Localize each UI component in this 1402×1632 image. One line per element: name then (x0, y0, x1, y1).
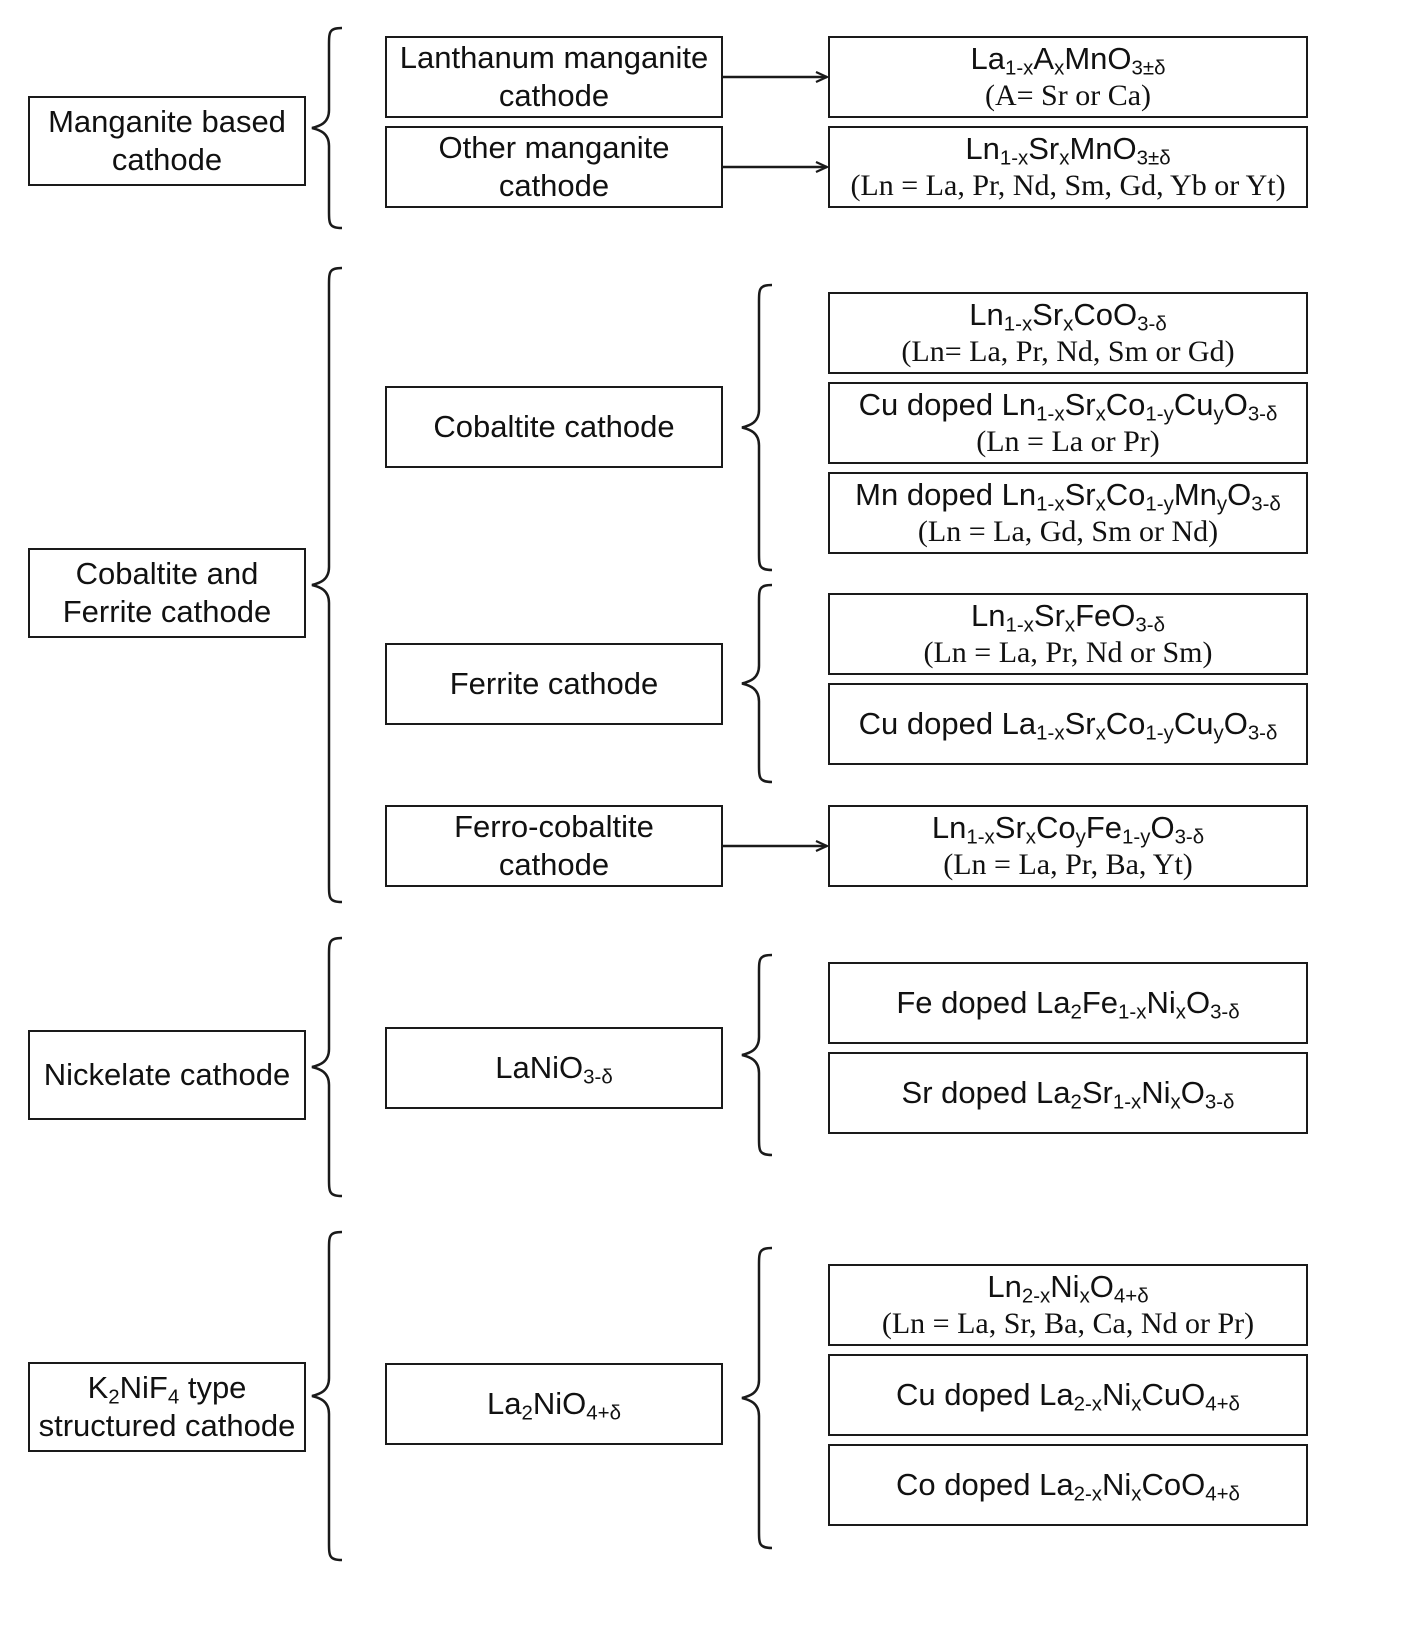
subcategory-brace (741, 1246, 773, 1550)
formula-box: Cu doped La1-xSrxCo1-yCuyO3-δ (828, 683, 1308, 765)
subcategory-label: Cobaltite cathode (433, 409, 675, 444)
subcategory-box: La2NiO4+δ (385, 1363, 723, 1445)
category-brace (311, 26, 343, 230)
formula-box: Cu doped Ln1-xSrxCo1-yCuyO3-δ(Ln = La or… (828, 382, 1308, 464)
category-label: Nickelate cathode (43, 1057, 291, 1092)
formula-note: (Ln = La or Pr) (976, 425, 1160, 458)
formula-box: Fe doped La2Fe1-xNixO3-δ (828, 962, 1308, 1044)
subcategory-label: cathode (498, 168, 610, 203)
formula-note: (Ln = La, Gd, Sm or Nd) (917, 515, 1219, 548)
formula-text: Mn doped Ln1-xSrxCo1-yMnyO3-δ (855, 477, 1281, 516)
formula-note: (A= Sr or Ca) (984, 79, 1152, 112)
formula-box: Sr doped La2Sr1-xNixO3-δ (828, 1052, 1308, 1134)
subcategory-box: LaNiO3-δ (385, 1027, 723, 1109)
formula-text: Ln2-xNixO4+δ (987, 1269, 1149, 1308)
formula-text: Cu doped La1-xSrxCo1-yCuyO3-δ (858, 706, 1278, 745)
formula-box: Ln1-xSrxCoyFe1-yO3-δ(Ln = La, Pr, Ba, Yt… (828, 805, 1308, 887)
formula-text: Ln1-xSrxMnO3±δ (965, 131, 1171, 170)
category-brace (311, 266, 343, 904)
formula-text: Ln1-xSrxCoyFe1-yO3-δ (931, 810, 1205, 849)
formula-note: (Ln = La, Pr, Ba, Yt) (943, 848, 1193, 881)
subcategory-label: La2NiO4+δ (487, 1386, 621, 1425)
subcategory-label: cathode (498, 78, 610, 113)
formula-box: Cu doped La2-xNixCuO4+δ (828, 1354, 1308, 1436)
category-label: K2NiF4 type (87, 1370, 247, 1409)
subcategory-label: cathode (498, 847, 610, 882)
formula-text: Sr doped La2Sr1-xNixO3-δ (901, 1075, 1235, 1114)
category-brace (311, 936, 343, 1198)
formula-box: Ln1-xSrxMnO3±δ(Ln = La, Pr, Nd, Sm, Gd, … (828, 126, 1308, 208)
formula-text: Fe doped La2Fe1-xNixO3-δ (896, 985, 1240, 1024)
formula-box: La1-xAxMnO3±δ(A= Sr or Ca) (828, 36, 1308, 118)
formula-box: Co doped La2-xNixCoO4+δ (828, 1444, 1308, 1526)
category-label: structured cathode (38, 1408, 296, 1443)
formula-box: Ln1-xSrxCoO3-δ(Ln= La, Pr, Nd, Sm or Gd) (828, 292, 1308, 374)
category-box: Nickelate cathode (28, 1030, 306, 1120)
category-label: Ferrite cathode (62, 594, 272, 629)
subcategory-label: Ferro-cobaltite (454, 809, 654, 844)
subcategory-label: Ferrite cathode (449, 666, 659, 701)
subcategory-brace (741, 583, 773, 784)
subcategory-brace (741, 283, 773, 572)
formula-text: Cu doped La2-xNixCuO4+δ (896, 1377, 1240, 1416)
formula-box: Ln2-xNixO4+δ(Ln = La, Sr, Ba, Ca, Nd or … (828, 1264, 1308, 1346)
formula-note: (Ln= La, Pr, Nd, Sm or Gd) (901, 335, 1235, 368)
category-brace (311, 1230, 343, 1562)
category-label: Cobaltite and (75, 556, 259, 591)
subcategory-brace (741, 953, 773, 1157)
subcategory-label: Lanthanum manganite (399, 40, 709, 75)
formula-note: (Ln = La, Sr, Ba, Ca, Nd or Pr) (881, 1307, 1255, 1340)
formula-box: Ln1-xSrxFeO3-δ(Ln = La, Pr, Nd or Sm) (828, 593, 1308, 675)
subcategory-label: Other manganite (438, 130, 670, 165)
formula-text: Co doped La2-xNixCoO4+δ (896, 1467, 1240, 1506)
subcategory-box: Ferrite cathode (385, 643, 723, 725)
formula-note: (Ln = La, Pr, Nd, Sm, Gd, Yb or Yt) (850, 169, 1286, 202)
formula-text: Ln1-xSrxFeO3-δ (971, 598, 1165, 637)
formula-text: La1-xAxMnO3±δ (970, 41, 1166, 80)
formula-text: Cu doped Ln1-xSrxCo1-yCuyO3-δ (858, 387, 1278, 426)
formula-box: Mn doped Ln1-xSrxCo1-yMnyO3-δ(Ln = La, G… (828, 472, 1308, 554)
category-label: Manganite based (48, 104, 286, 139)
formula-text: Ln1-xSrxCoO3-δ (969, 297, 1167, 336)
category-label: cathode (111, 142, 223, 177)
subcategory-label: LaNiO3-δ (495, 1050, 613, 1089)
subcategory-box: Cobaltite cathode (385, 386, 723, 468)
formula-note: (Ln = La, Pr, Nd or Sm) (923, 636, 1213, 669)
